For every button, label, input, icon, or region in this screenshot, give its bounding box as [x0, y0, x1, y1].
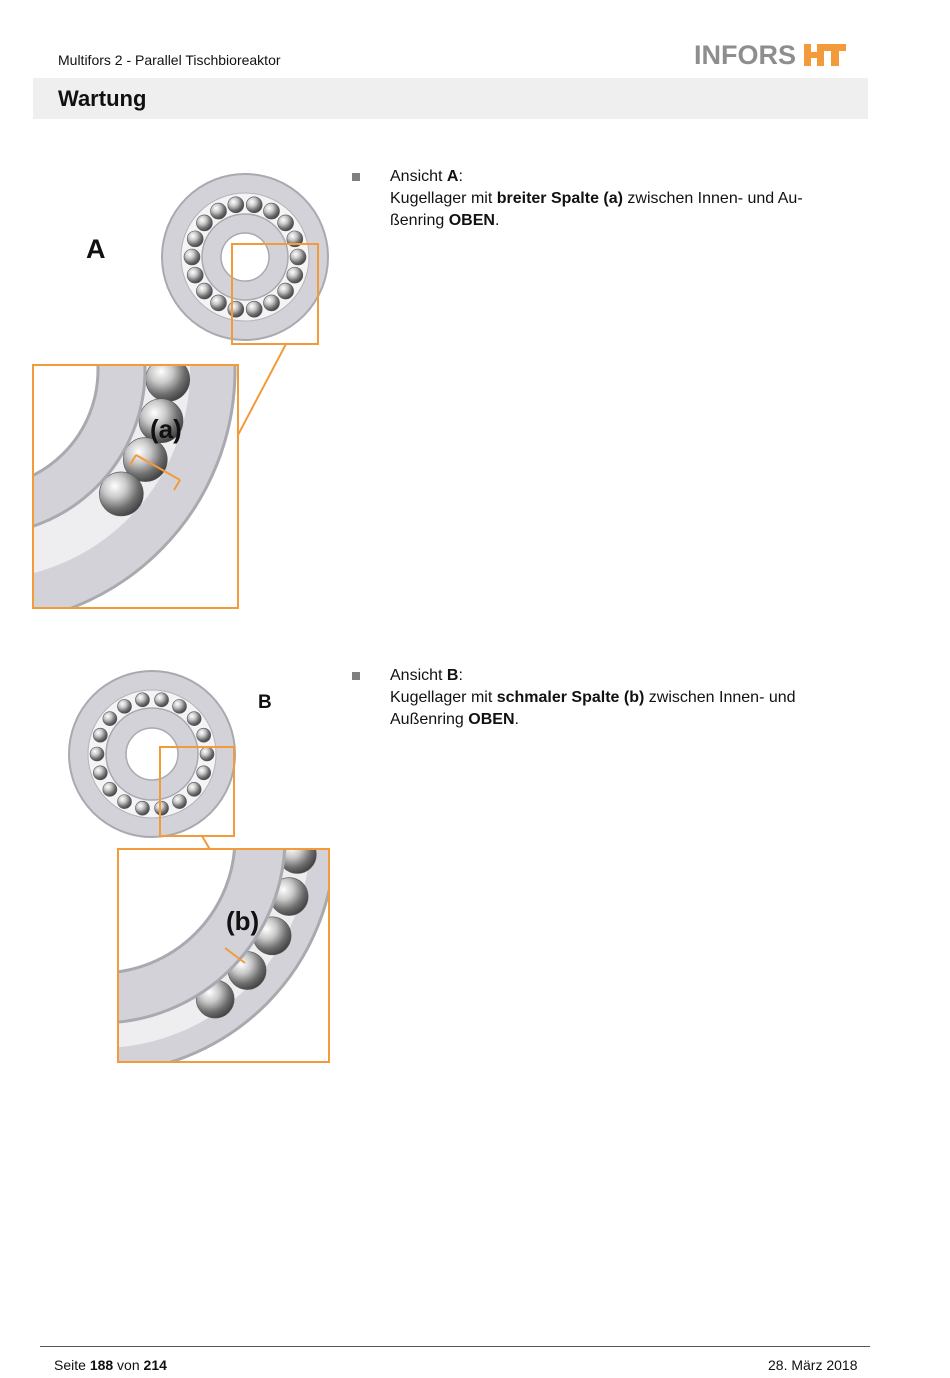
bearing-ball [286, 266, 304, 284]
section-title: Wartung [58, 86, 147, 111]
page-number: Seite 188 von 214 [54, 1357, 167, 1373]
gap-label-a: (a) [150, 414, 182, 444]
bearing-ball [89, 746, 105, 762]
bearing-ball [172, 794, 187, 809]
bearing-ball [117, 699, 132, 714]
bearing-ball [102, 711, 118, 726]
bullet-marker [352, 173, 360, 181]
bearing-ball [117, 794, 132, 809]
bearing-ball [263, 202, 280, 220]
bearing-ball [93, 727, 108, 743]
bearing-ball [277, 793, 315, 831]
bearing-ball [267, 751, 305, 789]
bearing-ball [111, 239, 155, 283]
bearing-ball [196, 282, 213, 300]
figure-a-label: A [86, 234, 106, 264]
bearing-ball [99, 471, 144, 517]
bearing-ball [135, 800, 150, 816]
bearing-ball [196, 214, 213, 232]
bearing-ball [154, 692, 169, 708]
footer-divider [40, 1346, 870, 1347]
bearing-ball [289, 248, 307, 266]
bearing-ball [186, 711, 202, 726]
bearing-ball [186, 266, 204, 284]
bearing-ball [263, 294, 280, 312]
bearing-figure-b [68, 670, 330, 1063]
bearing-ball [277, 282, 294, 300]
view-a-description: Ansicht A: Kugellager mit breiter Spalte… [390, 168, 803, 229]
bearing-ball [172, 699, 187, 714]
bullet-marker [352, 672, 360, 680]
bearing-ball [186, 230, 204, 248]
bearing-ball [93, 765, 108, 781]
bearing-ball [145, 365, 191, 402]
bearing-zoom-b [118, 751, 329, 1062]
bearing-ball [143, 316, 187, 360]
document-date: 28. März 2018 [768, 1357, 858, 1373]
figure-b-label: B [258, 692, 272, 713]
bearing-zoom-a [33, 239, 237, 608]
logo-wordmark: INFORS [694, 39, 797, 70]
bearing-ball [186, 782, 202, 797]
gap-label-b: (b) [226, 906, 260, 936]
view-b-description: Ansicht B: Kugellager mit schmaler Spalt… [390, 667, 796, 728]
bearing-ball [227, 196, 245, 214]
bearing-ball [196, 727, 211, 743]
section-header-bar: Wartung [33, 78, 868, 119]
bearing-figure-a [32, 173, 329, 609]
bearing-ball [210, 202, 227, 220]
bearing-overview-a [161, 173, 329, 341]
bearing-ball [183, 248, 201, 266]
bearing-ball [196, 765, 211, 781]
bearing-overview-b [68, 670, 236, 838]
bearing-ball [245, 300, 263, 318]
bearing-ball [277, 214, 294, 232]
document-title: Multifors 2 - Parallel Tischbioreaktor [58, 52, 281, 68]
bearing-ball [227, 300, 245, 318]
infors-ht-logo: INFORS [694, 40, 848, 70]
bearing-ball [210, 294, 227, 312]
bearing-ball [245, 196, 263, 214]
bearing-ball [135, 692, 150, 708]
bearing-ball [154, 800, 169, 816]
bearing-ball [286, 230, 304, 248]
bearing-ball [138, 398, 184, 444]
bearing-ball [102, 782, 118, 797]
bearing-ball [199, 746, 215, 762]
logo-ht-mark [804, 44, 847, 66]
